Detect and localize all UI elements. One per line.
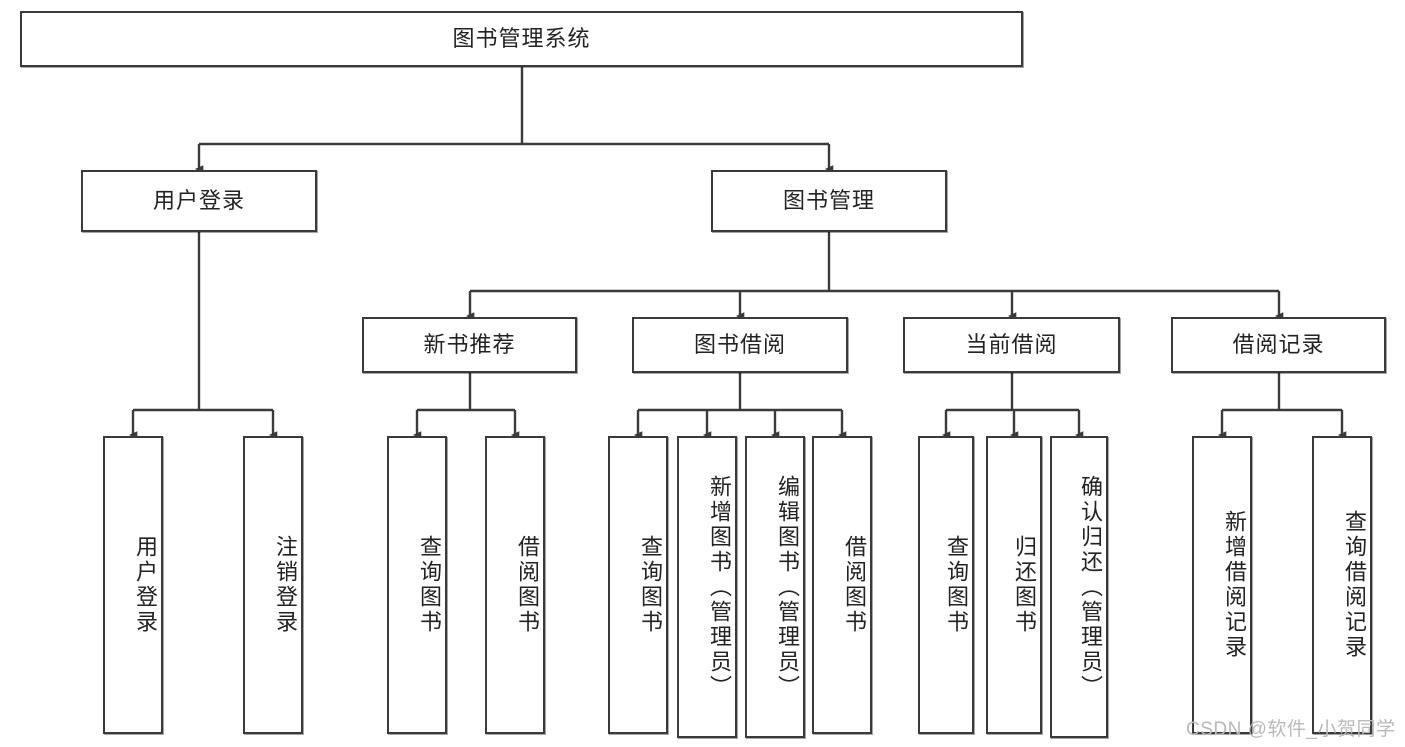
node-leaf-bb-borrow[interactable]: 借阅图书 <box>812 436 872 734</box>
node-leaf-rec-query[interactable]: 查询图书 <box>387 436 447 734</box>
node-current-borrow[interactable]: 当前借阅 <box>903 317 1120 373</box>
node-leaf-bb-edit[interactable]: 编辑图书（管理员） <box>745 436 805 738</box>
node-book-manage[interactable]: 图书管理 <box>711 170 947 232</box>
node-user-login[interactable]: 用户登录 <box>81 170 317 232</box>
node-label: 图书管理系统 <box>452 25 591 51</box>
node-label: 借阅图书 <box>842 535 867 635</box>
node-label: 归还图书 <box>1012 535 1037 635</box>
node-label: 查询图书 <box>638 535 663 635</box>
node-label: 编辑图书（管理员） <box>775 474 800 700</box>
csdn-watermark: CSDN @软件_小贺同学 <box>1186 719 1396 740</box>
node-label: 图书管理 <box>782 187 875 213</box>
node-leaf-bb-query[interactable]: 查询图书 <box>608 436 668 734</box>
node-leaf-br-add[interactable]: 新增借阅记录 <box>1192 436 1252 734</box>
node-leaf-cb-return[interactable]: 归还图书 <box>986 436 1042 734</box>
node-leaf-bb-add[interactable]: 新增图书（管理员） <box>677 436 737 738</box>
node-label: 用户登录 <box>133 535 158 635</box>
node-leaf-rec-borrow[interactable]: 借阅图书 <box>485 436 545 734</box>
node-label: 借阅记录 <box>1232 331 1325 357</box>
node-label: 新书推荐 <box>423 331 516 357</box>
node-label: 借阅图书 <box>515 535 540 635</box>
node-root[interactable]: 图书管理系统 <box>20 11 1023 67</box>
node-label: 新增借阅记录 <box>1222 510 1247 660</box>
node-leaf-user-logout[interactable]: 注销登录 <box>243 436 303 734</box>
node-label: 注销登录 <box>273 535 298 635</box>
node-book-borrow[interactable]: 图书借阅 <box>632 317 848 373</box>
node-label: 当前借阅 <box>965 331 1058 357</box>
node-label: 查询图书 <box>944 535 969 635</box>
node-leaf-user-login[interactable]: 用户登录 <box>103 436 163 734</box>
node-leaf-cb-query[interactable]: 查询图书 <box>918 436 974 734</box>
node-label: 用户登录 <box>152 187 245 213</box>
node-label: 查询借阅记录 <box>1342 510 1367 660</box>
node-label: 图书借阅 <box>693 331 786 357</box>
node-leaf-br-query[interactable]: 查询借阅记录 <box>1312 436 1372 734</box>
node-label: 查询图书 <box>417 535 442 635</box>
node-leaf-cb-confirm[interactable]: 确认归还（管理员） <box>1050 436 1108 738</box>
node-borrow-record[interactable]: 借阅记录 <box>1171 317 1386 373</box>
node-label: 确认归还（管理员） <box>1078 474 1103 700</box>
node-label: 新增图书（管理员） <box>707 474 732 700</box>
node-new-book-rec[interactable]: 新书推荐 <box>362 317 577 373</box>
